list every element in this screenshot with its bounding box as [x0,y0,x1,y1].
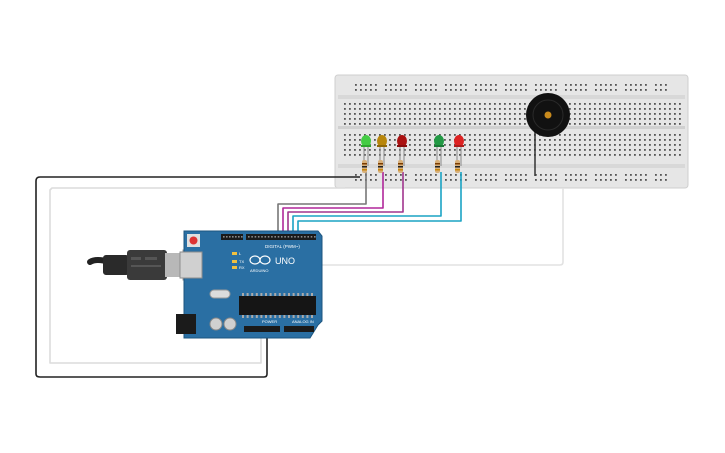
led-tx-indicator [232,260,237,263]
resistors [362,160,460,173]
wire-led5 [297,172,462,234]
led-l-indicator [232,252,237,255]
led-rx-label: RX [239,265,245,270]
wire-buzzer [318,188,564,266]
capacitor-1 [209,317,223,331]
wire-led2 [282,172,384,234]
led-l-label: L [239,251,242,256]
wire-power [49,187,345,364]
resistor-5 [455,160,460,173]
capacitor-2 [223,317,237,331]
board-brand: ARDUINO [250,268,268,273]
resistor-3 [398,160,403,173]
resistor-2 [378,160,383,173]
led-tx-label: TX [239,259,244,264]
crystal [209,289,231,299]
wire-ground [35,176,360,378]
power-header[interactable] [244,326,280,332]
analog-header[interactable] [284,326,314,332]
reset-button[interactable] [187,234,200,247]
arduino-uno[interactable]: DIGITAL (PWM~) UNO ARDUINO L TX RX POWER… [176,230,323,339]
breadboard[interactable] [334,74,689,189]
atmega-chip [239,296,316,315]
arduino-logo [249,255,271,265]
analog-label: ANALOG IN [292,319,314,324]
resistor-4 [435,160,440,173]
wire-led3 [287,172,404,234]
resistor-1 [362,160,367,173]
wire-led4 [292,172,442,234]
digital-label: DIGITAL (PWM~) [265,244,300,249]
led-red-1[interactable] [397,135,407,166]
board-model: UNO [275,256,295,266]
led-rx-indicator [232,266,237,269]
led-amber[interactable] [377,135,387,166]
wire-led1 [277,172,367,234]
piezo-buzzer[interactable] [526,93,570,176]
led-green-1[interactable] [361,135,371,166]
power-label: POWER [262,319,277,324]
wires [35,172,564,378]
